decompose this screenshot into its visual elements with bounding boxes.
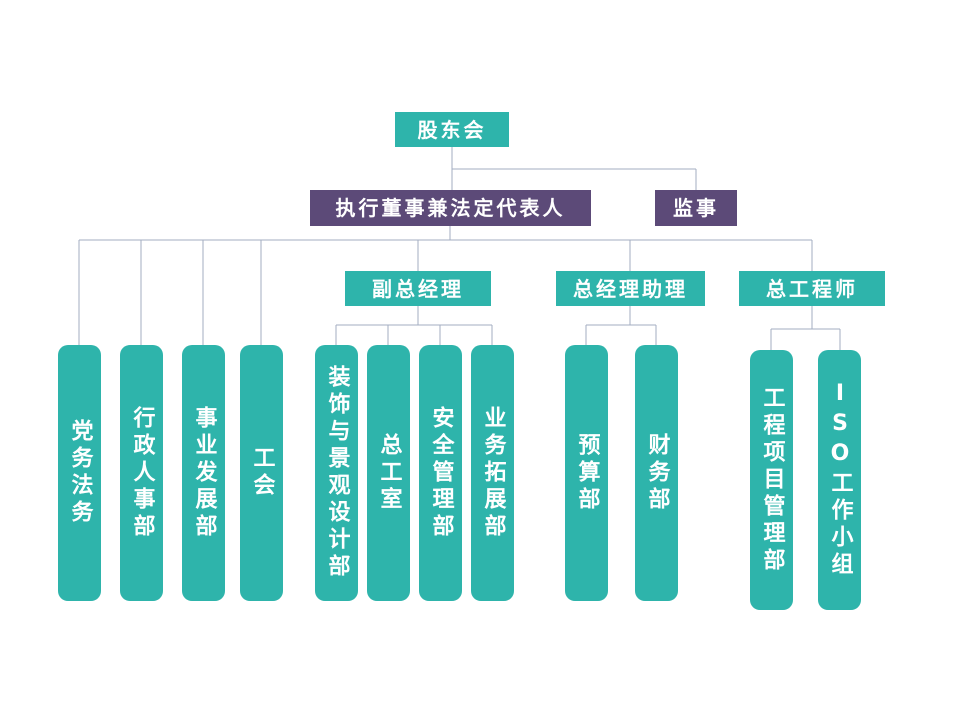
node-chief-engineer: 总工程师 (739, 271, 885, 306)
node-dept-decoration-landscape-design: 装饰与景观设计部 (315, 345, 358, 601)
node-dept-engineering-project-management: 工程项目管理部 (750, 350, 793, 610)
node-dept-chief-engineer-office: 总工室 (367, 345, 410, 601)
node-dept-iso-working-group: ISO工作小组 (818, 350, 861, 610)
node-deputy-general-manager: 副总经理 (345, 271, 491, 306)
node-dept-business-expansion: 业务拓展部 (471, 345, 514, 601)
node-dept-admin-hr: 行政人事部 (120, 345, 163, 601)
node-dept-labor-union: 工会 (240, 345, 283, 601)
node-executive-director: 执行董事兼法定代表人 (310, 190, 591, 226)
node-dept-business-development: 事业发展部 (182, 345, 225, 601)
node-dept-budget: 预算部 (565, 345, 608, 601)
node-supervisor: 监事 (655, 190, 737, 226)
node-dept-finance: 财务部 (635, 345, 678, 601)
node-general-manager-assistant: 总经理助理 (556, 271, 705, 306)
node-dept-safety-management: 安全管理部 (419, 345, 462, 601)
node-dept-party-legal-affairs: 党务法务 (58, 345, 101, 601)
node-shareholders-meeting: 股东会 (395, 112, 509, 147)
